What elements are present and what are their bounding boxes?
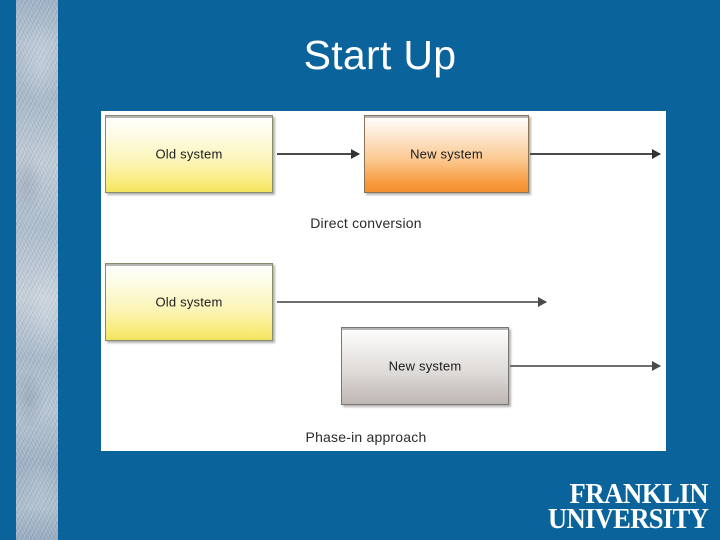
row1-old-system-label: Old system (155, 146, 223, 162)
row2-new-system-label: New system (388, 358, 462, 374)
logo-line-university: UNIVERSITY (547, 503, 709, 536)
row2-old-system-label: Old system (155, 294, 223, 310)
logo-line-franklin: FRANKLIN (569, 478, 708, 511)
row2-arrow-old-out (277, 301, 546, 303)
row2-old-system-box: Old system (105, 263, 273, 341)
row1-arrow-new-out (530, 153, 660, 155)
page-title: Start Up (303, 32, 457, 78)
franklin-university-logo: FRANKLIN UNIVERSITY (534, 478, 709, 536)
row2-arrow-new-out (510, 365, 660, 367)
decorative-edge-texture (16, 0, 58, 540)
row1-caption: Direct conversion (310, 215, 422, 231)
row1-new-system-label: New system (410, 146, 483, 162)
row1-arrow-old-to-new (277, 153, 359, 155)
row1-old-system-box: Old system (105, 115, 273, 193)
diagram-panel: Old system New system Direct conversion … (101, 111, 666, 451)
row2-caption: Phase-in approach (305, 429, 427, 445)
row1-new-system-box: New system (364, 115, 529, 193)
row2-new-system-box: New system (341, 327, 509, 405)
